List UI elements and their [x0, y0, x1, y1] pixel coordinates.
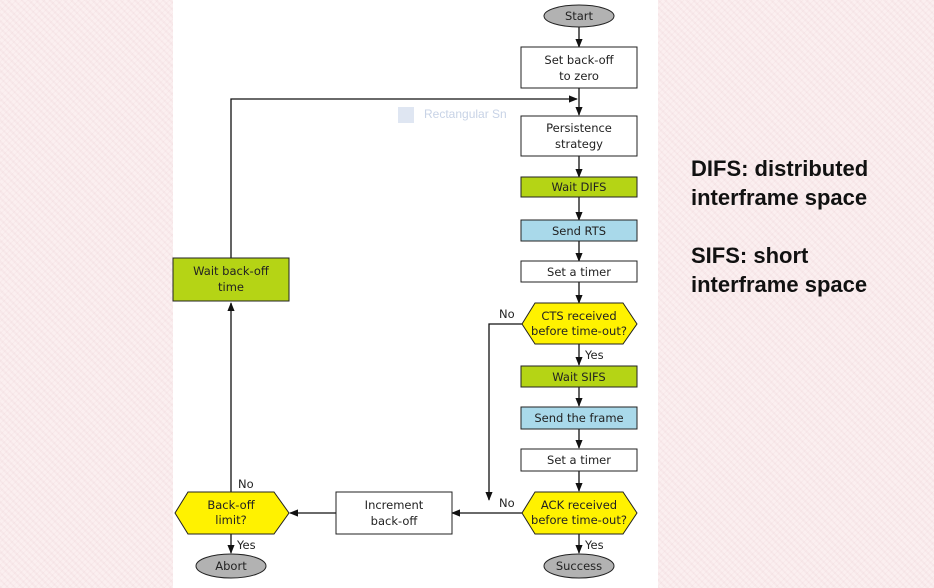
- persistence-label-2: strategy: [555, 137, 603, 151]
- send-rts-label: Send RTS: [552, 224, 606, 238]
- abort-terminal: [195, 553, 267, 579]
- send-frame-box: [520, 406, 638, 430]
- send-rts-box: [520, 219, 638, 242]
- difs-definition: DIFS: distributed interframe space: [691, 154, 926, 212]
- increment-label-1: Increment: [365, 498, 424, 512]
- set-backoff-label-1: Set back-off: [544, 53, 614, 67]
- cts-decision: [521, 302, 638, 345]
- send-frame-label: Send the frame: [534, 411, 623, 425]
- ack-yes-label: Yes: [584, 538, 604, 552]
- difs-line-2: interframe space: [691, 185, 868, 210]
- watermark-label: Rectangular Sn: [424, 107, 507, 121]
- wait-backoff-label-2: time: [218, 280, 244, 294]
- start-terminal: [543, 4, 615, 28]
- sifs-line-1: SIFS: short: [691, 243, 809, 268]
- increment-box: [335, 491, 453, 535]
- set-timer-box-1: [520, 260, 638, 283]
- wait-backoff-box: [172, 257, 290, 302]
- limit-yes-label: Yes: [236, 538, 256, 552]
- backoff-limit-label-1: Back-off: [207, 498, 255, 512]
- cts-no-label: No: [499, 307, 515, 321]
- set-backoff-label-2: to zero: [559, 69, 599, 83]
- set-timer-label-1: Set a timer: [547, 265, 611, 279]
- set-timer-label-2: Set a timer: [547, 453, 611, 467]
- ack-label-2: before time-out?: [531, 513, 627, 527]
- ack-decision: [521, 491, 638, 535]
- connectors: [227, 27, 583, 554]
- persistence-label-1: Persistence: [546, 121, 612, 135]
- difs-line-1: DIFS: distributed: [691, 156, 869, 181]
- sifs-definition: SIFS: short interframe space: [691, 241, 926, 299]
- limit-no-label: No: [238, 477, 254, 491]
- cts-label-1: CTS received: [541, 309, 616, 323]
- success-terminal: [543, 553, 615, 579]
- cts-label-2: before time-out?: [531, 324, 627, 338]
- ack-no-label: No: [499, 496, 515, 510]
- wait-sifs-label: Wait SIFS: [552, 370, 605, 384]
- wait-difs-box: [520, 176, 638, 198]
- start-label: Start: [565, 9, 594, 23]
- success-label: Success: [556, 559, 602, 573]
- shape-icon: [398, 106, 414, 123]
- set-backoff-box: [520, 46, 638, 89]
- abort-label: Abort: [215, 559, 247, 573]
- watermark: Rectangular Sn: [398, 104, 518, 124]
- wait-backoff-label-1: Wait back-off: [193, 264, 270, 278]
- persistence-box: [520, 115, 638, 157]
- definitions-notes: DIFS: distributed interframe space SIFS:…: [691, 154, 926, 328]
- sifs-line-2: interframe space: [691, 272, 868, 297]
- backoff-limit-label-2: limit?: [215, 513, 246, 527]
- cts-yes-label: Yes: [584, 348, 604, 362]
- ack-label-1: ACK received: [541, 498, 617, 512]
- wait-sifs-box: [520, 365, 638, 388]
- backoff-limit-decision: [174, 491, 290, 535]
- set-timer-box-2: [520, 448, 638, 472]
- wait-difs-label: Wait DIFS: [551, 180, 606, 194]
- increment-label-2: back-off: [371, 514, 419, 528]
